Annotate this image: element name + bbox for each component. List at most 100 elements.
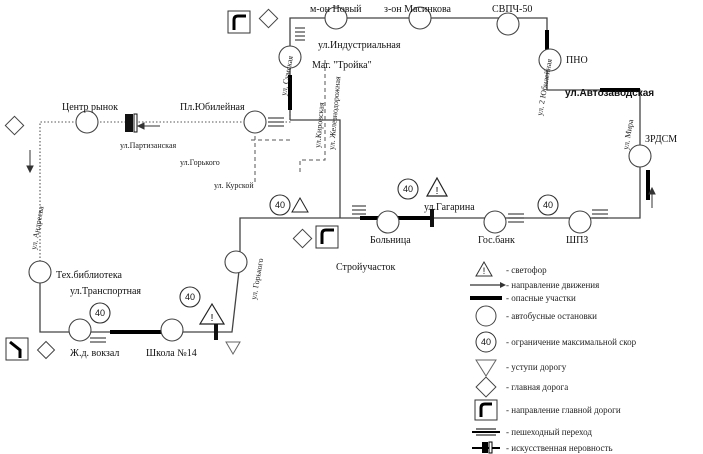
label-tekh-biblioteka: Тех.библиотека — [56, 270, 123, 281]
label-pno: ПНО — [566, 55, 588, 66]
main-road-icon — [475, 376, 497, 398]
main-road-direction-icon — [474, 399, 498, 421]
label-masinkova: з-он Масинкова — [384, 4, 452, 15]
label-pl-yubileinaya: Пл.Юбилейная — [180, 102, 245, 113]
main-road-direction-icon — [5, 337, 29, 361]
bus-stop-tsentr-rynok — [75, 110, 99, 134]
label-ul-avtozavodskaya: ул.Автозаводская — [565, 88, 654, 99]
bus-stop-mkr-novy — [324, 6, 348, 30]
route-west-dotted — [39, 57, 291, 272]
artificial-bump-icon — [125, 113, 138, 133]
traffic-light-icon: ! — [475, 260, 493, 277]
bus-stop-masinkova — [408, 6, 432, 30]
bus-stop-shpz — [568, 210, 592, 234]
label-ul-gagarina: ул.Гагарина — [424, 202, 475, 213]
legend-label: - направление движения — [506, 280, 599, 290]
legend-label: - главная дорога — [506, 382, 568, 392]
bus-stop-svpch50 — [496, 12, 520, 36]
traffic-light-icon: ! — [425, 176, 449, 197]
pedestrian-crossing-icon — [508, 213, 524, 223]
label-tsentr-rynok: Центр рынок — [62, 102, 118, 113]
bus-stop-zrdsm — [628, 144, 652, 168]
main-road-sign — [258, 8, 279, 29]
traffic-light-icon: ! — [198, 302, 226, 325]
legend-label: - автобусные остановки — [506, 311, 597, 321]
label-ul-gorkogo-2: ул. Горького — [249, 258, 265, 301]
speed-limit-sign-2: 40 — [397, 178, 419, 200]
svg-text:!: ! — [211, 313, 214, 324]
direction-arrow-icon — [470, 282, 506, 288]
svg-text:40: 40 — [95, 308, 105, 318]
direction-arrow-icon — [136, 122, 160, 130]
pedestrian-crossing-icon — [352, 205, 366, 215]
pedestrian-crossing-icon — [472, 428, 500, 436]
legend-label: - опасные участки — [506, 293, 576, 303]
svg-text:40: 40 — [481, 337, 491, 347]
route-alt-dashed-3 — [299, 60, 326, 175]
svg-text:!: ! — [483, 266, 486, 276]
svg-text:40: 40 — [403, 184, 413, 194]
pedestrian-crossing-icon — [295, 27, 305, 41]
legend-label: - направление главной дороги — [506, 405, 621, 415]
direction-arrow-icon — [648, 186, 656, 208]
legend-label: - ограничение максимальной скор — [506, 337, 637, 347]
svg-text:!: ! — [436, 186, 439, 197]
bus-stop-pl-yubileinaya — [243, 110, 267, 134]
label-svpch50: СВПЧ-50 — [492, 4, 532, 15]
label-zhd-vokzal: Ж.д. вокзал — [70, 348, 119, 359]
label-bolnitsa: Больница — [370, 235, 411, 246]
traffic-light-icon — [291, 196, 309, 213]
label-mkr-novy: м-он Новый — [310, 4, 362, 15]
pedestrian-crossing-icon — [268, 117, 284, 127]
label-ul-transportnaya: ул.Транспортная — [70, 286, 141, 297]
speed-limit-sign-4: 40 — [89, 302, 111, 324]
main-road-direction-icon — [315, 225, 339, 249]
label-ul-2yubileinaya: ул. 2 Юбилейная — [535, 58, 554, 117]
legend-label: - уступи дорогу — [506, 362, 567, 372]
speed-limit-sign-3: 40 — [537, 194, 559, 216]
label-ul-andreeva: ул. Андреева — [29, 205, 46, 250]
legend-label: - искусственная неровность — [506, 443, 613, 453]
speed-limit-sign-5: 40 — [179, 286, 201, 308]
label-zrdsm: ЗРДСМ — [645, 134, 677, 145]
bus-stop-pno — [538, 48, 562, 72]
route-gagarina-link — [290, 119, 341, 218]
bus-stop-tekh-biblioteka — [28, 260, 52, 284]
bus-stop-troika — [278, 45, 302, 69]
artificial-bump-icon — [472, 441, 500, 454]
bus-stop-icon — [475, 305, 497, 327]
label-ul-kurskoy: ул. Курской — [214, 181, 254, 190]
speed-limit-icon: 40 — [475, 331, 497, 353]
main-road-sign — [292, 228, 313, 249]
direction-arrow-icon — [26, 150, 34, 174]
yield-icon — [475, 359, 497, 377]
bus-stop-gos-bank — [483, 210, 507, 234]
svg-text:40: 40 — [275, 200, 285, 210]
svg-text:40: 40 — [543, 200, 553, 210]
pedestrian-crossing-icon — [592, 209, 608, 219]
label-shpz: ШПЗ — [566, 235, 588, 246]
svg-text:40: 40 — [185, 292, 195, 302]
label-ul-gorkogo-1: ул.Горького — [180, 158, 220, 167]
label-mag-troika: Маг. "Тройка" — [312, 60, 372, 71]
main-road-direction-icon — [227, 10, 251, 34]
yield-sign — [225, 341, 241, 355]
main-road-sign — [4, 115, 25, 136]
bus-stop-zhd-vokzal — [68, 318, 92, 342]
label-ul-partizanskaya: ул.Партизанская — [120, 141, 177, 150]
bus-stop-bolnitsa — [376, 210, 400, 234]
artificial-bump-icon — [214, 324, 218, 340]
artificial-bump-icon — [430, 209, 434, 227]
legend-label: - светофор — [506, 265, 547, 275]
bus-stop-gorkogo — [224, 250, 248, 274]
speed-limit-sign-1: 40 — [269, 194, 291, 216]
label-ul-industrialnaya: ул.Индустриальная — [318, 40, 401, 51]
legend-label: - пешеходный переход — [506, 427, 592, 437]
legend: ! - светофор - направление движения - оп… — [470, 260, 637, 454]
label-ul-mira: ул. Мира — [621, 118, 635, 150]
label-gos-bank: Гос.банк — [478, 235, 515, 246]
label-ul-kirovskaya: ул.Кировская — [313, 102, 326, 148]
label-stroiuchastok: Стройучасток — [336, 262, 396, 273]
label-shkola14: Школа №14 — [146, 348, 197, 359]
